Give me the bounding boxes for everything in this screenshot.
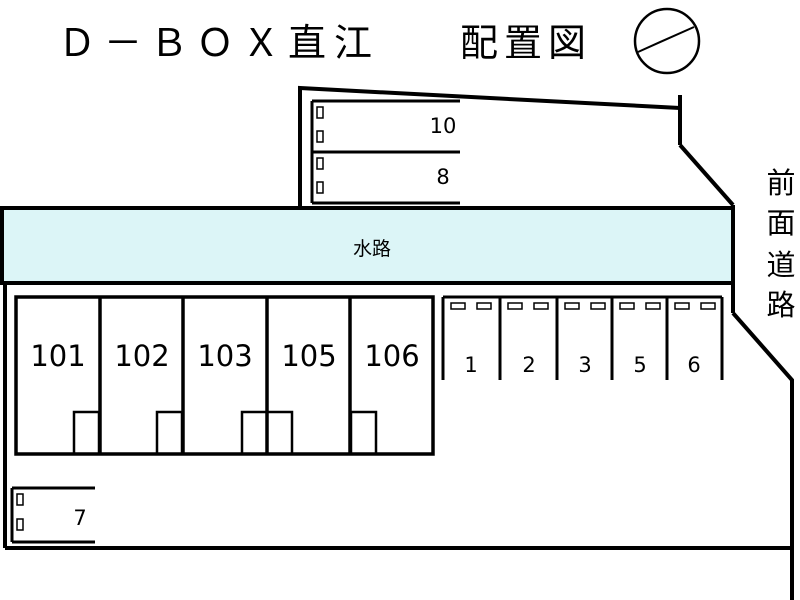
parking-2: 2 <box>522 353 535 377</box>
road-char-1: 前 <box>766 166 795 200</box>
parking-top <box>310 99 460 205</box>
parking-bottom <box>10 486 95 544</box>
parking-10: 10 <box>430 114 457 138</box>
unit-105: 105 <box>281 339 336 373</box>
unit-103: 103 <box>197 339 252 373</box>
unit-101: 101 <box>30 339 85 373</box>
unit-102: 102 <box>114 339 169 373</box>
road-char-2: 面 <box>766 206 795 240</box>
road-char-3: 道 <box>766 248 795 282</box>
canal <box>0 206 735 285</box>
parking-8: 8 <box>436 165 449 189</box>
canal-label: 水路 <box>353 238 391 260</box>
road-label: 前 面 道 路 <box>766 166 795 322</box>
site-boundary <box>3 85 794 600</box>
north-arrow-icon <box>633 7 701 75</box>
unit-106: 106 <box>364 339 419 373</box>
parking-5: 5 <box>633 353 646 377</box>
parking-7: 7 <box>73 506 86 530</box>
plan-title: 配置図 <box>460 21 592 65</box>
property-name: Ｄ－ＢＯＸ直江 <box>58 21 380 65</box>
parking-6: 6 <box>687 353 700 377</box>
building <box>14 295 435 456</box>
parking-right <box>441 295 724 380</box>
road-char-4: 路 <box>766 288 795 322</box>
parking-1: 1 <box>464 353 477 377</box>
parking-3: 3 <box>578 353 591 377</box>
